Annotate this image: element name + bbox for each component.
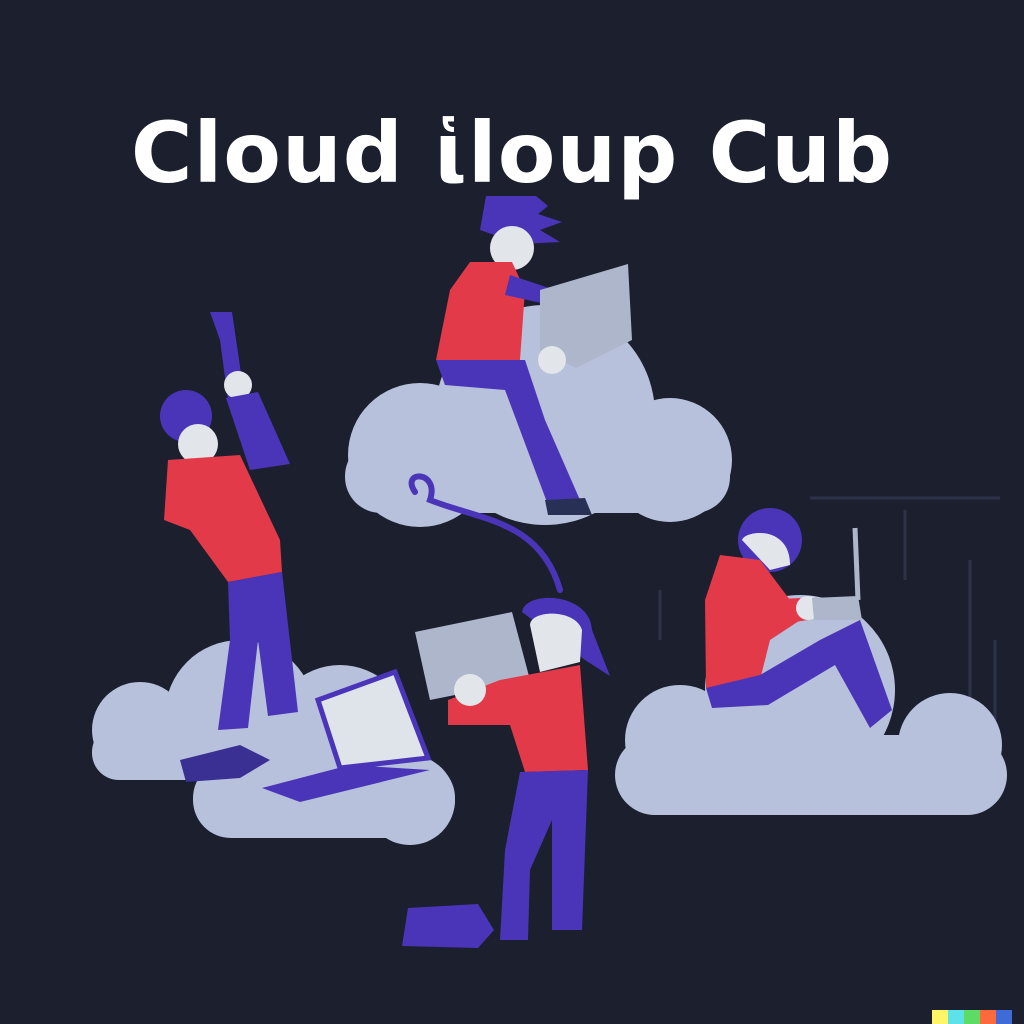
face — [742, 532, 790, 570]
head — [178, 424, 218, 464]
raised-hand — [224, 371, 252, 399]
laptop — [812, 596, 862, 620]
device — [226, 392, 290, 470]
watermark-cyan — [948, 1010, 964, 1024]
shoe — [545, 498, 592, 515]
cable — [408, 473, 563, 593]
hand — [454, 674, 486, 706]
torso — [436, 262, 525, 360]
color-watermark — [932, 1010, 1012, 1024]
legs — [218, 572, 298, 730]
legs — [500, 770, 588, 940]
laptop — [540, 264, 632, 368]
laptop — [415, 612, 530, 700]
arm — [760, 598, 808, 626]
person-right — [705, 508, 892, 728]
legs — [706, 620, 892, 728]
head — [490, 226, 534, 270]
head — [530, 613, 582, 672]
cloud-right — [615, 595, 1007, 815]
hand — [538, 346, 566, 374]
torso — [164, 455, 282, 582]
watermark-orange — [980, 1010, 996, 1024]
shoes — [402, 904, 494, 948]
legs — [436, 360, 580, 505]
torso — [705, 555, 808, 688]
person-left — [160, 312, 432, 802]
background-ticks — [658, 496, 1000, 720]
laptop-screen — [852, 527, 861, 601]
watermark-blue — [996, 1010, 1012, 1024]
title-text: Cloud ἱloup Cub — [130, 104, 894, 202]
watermark-yellow — [932, 1010, 948, 1024]
feet — [180, 745, 270, 782]
person-top — [436, 196, 632, 515]
laptop-base — [262, 765, 430, 802]
watermark-green — [964, 1010, 980, 1024]
person-middle — [402, 597, 610, 948]
laptop — [314, 668, 432, 771]
